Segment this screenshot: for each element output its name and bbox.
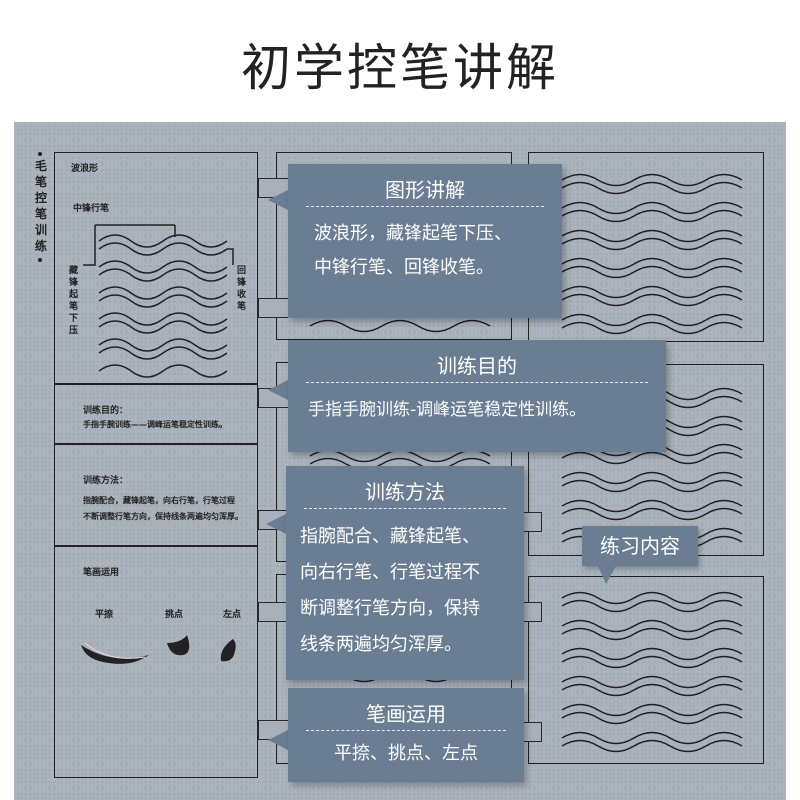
graphic-card-body: 波浪形，藏锋起笔下压、 中锋行笔、回锋收笔。	[288, 207, 562, 285]
card-divider	[306, 730, 506, 731]
purpose-card: 训练目的 手指手腕训练-调峰运笔稳定性训练。	[288, 340, 666, 452]
card-divider	[306, 206, 544, 207]
label-mid-stroke: 中锋行笔	[73, 204, 110, 214]
method-heading: 训练方法：	[83, 476, 129, 486]
purpose-panel: 训练目的： 手指手腕训练——调峰运笔稳定性训练。	[54, 384, 258, 444]
purpose-text: 手指手腕训练——调峰运笔稳定性训练。	[83, 420, 227, 429]
stroke-card-line: 平捺、挑点、左点	[334, 743, 478, 764]
graphic-card-line: 波浪形，藏锋起笔下压、	[314, 223, 512, 244]
graphic-explain-card: 图形讲解 波浪形，藏锋起笔下压、 中锋行笔、回锋收笔。	[288, 164, 562, 318]
method-card-line: 线条两遍均匀浑厚。	[300, 634, 462, 655]
method-card-title: 训练方法	[365, 480, 445, 504]
stroke-item-ping-na: 平捺	[95, 610, 114, 620]
stroke-usage-panel: 笔画运用 平捺 挑点 左点	[54, 546, 258, 778]
card-divider	[306, 382, 648, 383]
zuo-dian-stroke	[220, 639, 236, 662]
stroke-examples	[81, 635, 236, 664]
stroke-usage-card: 笔画运用 平捺、挑点、左点	[288, 688, 524, 782]
tiao-dian-stroke	[167, 635, 190, 656]
wave-heading: 波浪形	[71, 164, 99, 174]
bubble-pointer	[598, 566, 616, 584]
card-pointer	[268, 380, 288, 400]
stroke-card-body: 平捺、挑点、左点	[288, 731, 524, 771]
stroke-card-title: 笔画运用	[366, 702, 446, 726]
practice-box-6	[528, 576, 764, 764]
method-line-2: 不断调整行笔方向，保持线条两遍均匀浑厚。	[83, 512, 243, 521]
purpose-card-title: 训练目的	[437, 354, 517, 378]
method-card-line: 向右行笔、行笔过程不	[300, 562, 480, 583]
purpose-card-line: 手指手腕训练-调峰运笔稳定性训练。	[308, 400, 587, 420]
card-pointer	[268, 190, 288, 210]
method-line-1: 指腕配合，藏锋起笔，向右行笔，行笔过程	[83, 496, 235, 505]
vertical-title: 毛笔控笔训练	[34, 159, 47, 253]
title-dot-top	[38, 152, 42, 156]
stroke-item-tiao-dian: 挑点	[165, 610, 184, 620]
graphic-card-line: 中锋行笔、回锋收笔。	[314, 257, 494, 278]
ping-na-stroke	[81, 645, 149, 664]
purpose-heading: 训练目的：	[83, 406, 129, 416]
method-card-body: 指腕配合、藏锋起笔、 向右行笔、行笔过程不 断调整行笔方向，保持 线条两遍均匀浑…	[286, 509, 524, 663]
page-title: 初学控笔讲解	[241, 39, 559, 97]
waves-box-4	[561, 173, 743, 335]
method-panel: 训练方法： 指腕配合，藏锋起笔，向右行笔，行笔过程 不断调整行笔方向，保持线条两…	[54, 444, 258, 546]
method-card-line: 断调整行笔方向，保持	[300, 598, 480, 619]
purpose-card-body: 手指手腕训练-调峰运笔稳定性训练。	[288, 383, 666, 427]
waves-box-6	[561, 591, 743, 753]
practice-content-bubble: 练习内容	[582, 526, 698, 566]
label-return-tip: 回锋收笔	[237, 266, 247, 312]
graphic-card-title: 图形讲解	[385, 178, 465, 202]
wave-diagram	[83, 224, 234, 378]
method-card: 训练方法 指腕配合、藏锋起笔、 向右行笔、行笔过程不 断调整行笔方向，保持 线条…	[286, 466, 524, 680]
label-hidden-tip: 藏锋起笔下压	[69, 266, 79, 336]
stroke-heading: 笔画运用	[83, 568, 120, 578]
card-divider	[304, 508, 506, 509]
card-pointer	[268, 730, 288, 750]
method-card-line: 指腕配合、藏锋起笔、	[300, 526, 480, 547]
title-dot-bottom	[38, 258, 42, 262]
card-pointer	[266, 514, 286, 534]
wave-diagram-panel: 波浪形 中锋行笔 藏锋起笔下压 回锋收笔	[54, 152, 258, 384]
stroke-item-zuo-dian: 左点	[223, 610, 242, 620]
